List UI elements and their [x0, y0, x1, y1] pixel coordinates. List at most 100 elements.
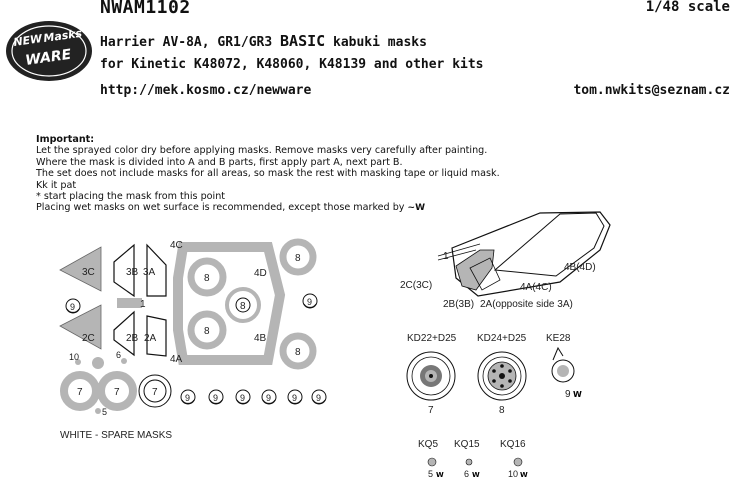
label-4a: 4A: [170, 354, 183, 365]
dot-small: [121, 358, 127, 364]
label-2b: 2B: [126, 333, 139, 344]
label-7c: 7: [152, 387, 158, 398]
instruction-line-1: Let the sprayed color dry before applyin…: [36, 145, 488, 157]
svg-text:W: W: [472, 471, 480, 479]
canopy-label-4a4c: 4A(4C): [520, 282, 552, 293]
instruction-line-6: Placing wet masks on wet surface is reco…: [36, 202, 536, 214]
mask-2a: [146, 315, 167, 357]
label-6: 6: [116, 350, 121, 360]
label-3b: 3B: [126, 267, 139, 278]
wheel-kd22: [406, 351, 456, 401]
mask-frame: [173, 242, 286, 365]
washer-row: 9 9 9 9 9 9: [180, 389, 327, 405]
canopy-label-2b3b: 2B(3B): [443, 299, 474, 310]
label-7b: 7: [114, 387, 120, 398]
wheel-label-7: 7: [428, 405, 434, 416]
ring-8a: [187, 257, 227, 297]
svg-text:9: 9: [292, 393, 297, 403]
kq15-mask: [465, 458, 473, 466]
email-link[interactable]: tom.nwkits@seznam.cz: [573, 83, 730, 98]
canopy-label-4b4d: 4B(4D): [564, 262, 596, 273]
title-suffix: kabuki masks: [333, 35, 427, 50]
label-3a: 3A: [143, 267, 156, 278]
canopy-drawing: [437, 211, 611, 297]
label-2a: 2A: [144, 333, 157, 344]
wheel-label-ke28: KE28: [546, 333, 571, 344]
canopy-label-1: 1: [443, 251, 449, 262]
svg-text:W: W: [520, 471, 528, 479]
wheel-label-kd22: KD22+D25: [407, 333, 457, 344]
title-prefix: Harrier AV-8A, GR1/GR3: [100, 35, 273, 50]
wheel-label-kd24: KD24+D25: [477, 333, 527, 344]
svg-text:9: 9: [185, 393, 190, 403]
wheel-label-8: 8: [499, 405, 505, 416]
title-basic: BASIC: [280, 32, 326, 50]
instructions-block: Important: Let the sprayed color dry bef…: [36, 134, 536, 215]
ring-8e: [279, 332, 317, 370]
instruction-line-5: * start placing the mask from this point: [36, 191, 226, 203]
svg-text:9: 9: [316, 393, 321, 403]
label-9-left: 9: [70, 302, 75, 312]
svg-text:9: 9: [240, 393, 245, 403]
kq15-num: 6: [464, 469, 469, 479]
label-1: 1: [140, 299, 146, 310]
wheel-7a: [60, 371, 100, 411]
product-title: Harrier AV-8A, GR1/GR3 BASIC kabuki mask…: [100, 32, 427, 50]
wet-icon-9: W: [573, 390, 582, 399]
mask-3b: [113, 243, 135, 298]
instruction-line-2: Where the mask is divided into A and B p…: [36, 156, 403, 168]
kq16-mask: [513, 457, 523, 467]
wheel-label-9: 9: [565, 389, 571, 400]
spare-masks-label: WHITE - SPARE MASKS: [60, 430, 172, 441]
mask-2b: [113, 310, 135, 357]
kq16-label: KQ16: [500, 439, 526, 450]
label-3c: 3C: [82, 267, 95, 278]
product-subtitle: for Kinetic K48072, K48060, K48139 and o…: [100, 57, 484, 72]
label-8e: 8: [295, 347, 301, 358]
label-8b: 8: [240, 301, 246, 312]
label-8a: 8: [204, 273, 210, 284]
instruction-line-3: The set does not include masks for all a…: [36, 168, 500, 180]
canopy-label-2a: 2A(opposite side 3A): [480, 299, 573, 310]
mask-2c: [59, 304, 102, 350]
wet-mark-icon: ~W: [407, 203, 425, 214]
scale-label: 1/48 scale: [645, 0, 730, 15]
svg-text:9: 9: [266, 393, 271, 403]
dot-10: [75, 359, 81, 365]
new-ware-logo: NEW Masks WARE: [6, 21, 92, 81]
website-link[interactable]: http://mek.kosmo.cz/newware: [100, 83, 312, 98]
logo-line3: WARE: [24, 47, 72, 69]
label-4d: 4D: [254, 268, 267, 279]
instruction-line-4: Kk it pat: [36, 179, 77, 191]
mask-3a: [146, 243, 167, 297]
label-5: 5: [102, 407, 107, 417]
kq16-num: 10: [508, 469, 518, 479]
kq5-mask: [427, 457, 437, 467]
instruction-line-6-text: Placing wet masks on wet surface is reco…: [36, 202, 405, 214]
svg-text:W: W: [436, 471, 444, 479]
label-7a: 7: [77, 387, 83, 398]
dot-6: [92, 357, 104, 369]
label-8c: 8: [204, 326, 210, 337]
mask-1: [117, 298, 142, 308]
label-9-right: 9: [307, 297, 312, 307]
canopy-label-2c3c: 2C(3C): [400, 280, 432, 291]
instructions-heading: Important:: [36, 134, 95, 145]
wheel-ke28: [551, 346, 575, 383]
label-10: 10: [69, 352, 79, 362]
logo-line1: NEW: [13, 32, 44, 49]
kq5-label: KQ5: [418, 439, 438, 450]
wheel-kd24: [477, 351, 527, 401]
kq15-label: KQ15: [454, 439, 480, 450]
svg-text:9: 9: [213, 393, 218, 403]
kq5-num: 5: [428, 469, 433, 479]
ring-8b: [225, 287, 261, 323]
product-code: NWAM1102: [100, 0, 191, 18]
label-2c: 2C: [82, 333, 95, 344]
label-4b: 4B: [254, 333, 267, 344]
wheel-7b: [97, 371, 137, 411]
label-4c: 4C: [170, 240, 183, 251]
logo-line2: Masks: [43, 27, 84, 45]
ring-8d: [279, 238, 317, 276]
